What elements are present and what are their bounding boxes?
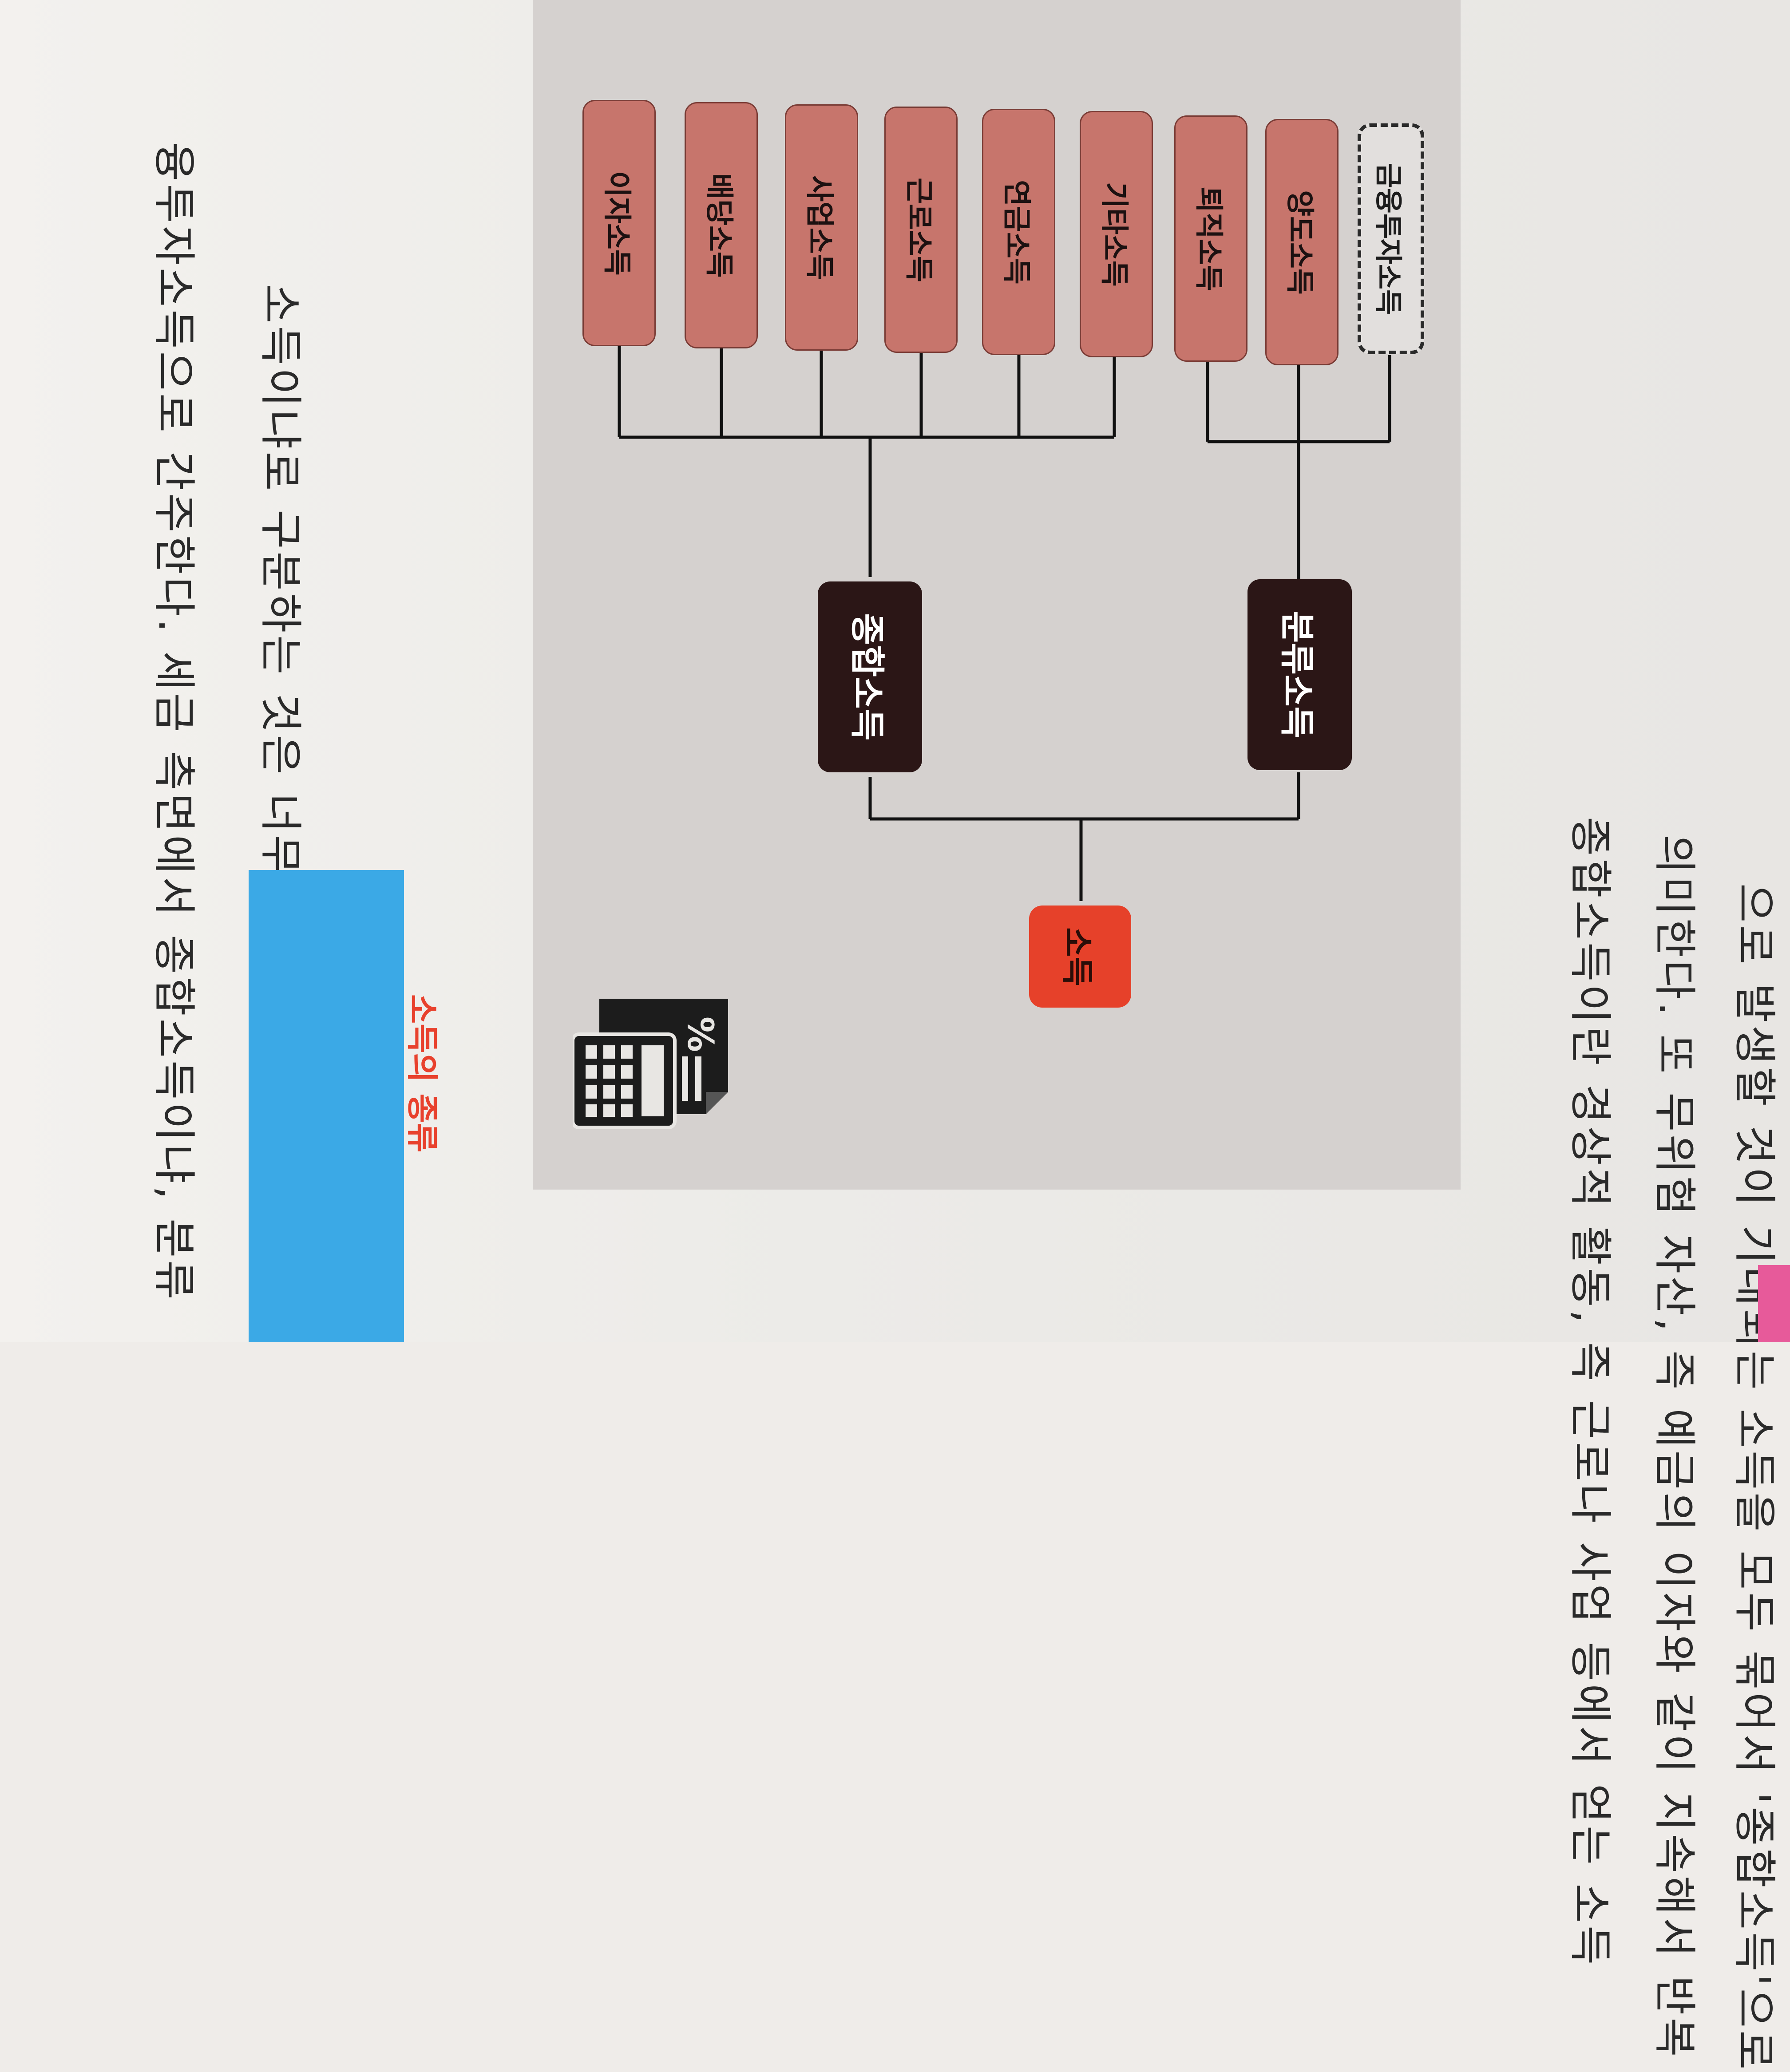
leaf-retirement-income: 퇴직소득 bbox=[1174, 115, 1247, 362]
leaf-capital-gains-income: 양도소득 bbox=[1265, 119, 1339, 365]
leaf-other-income: 기타소득 bbox=[1080, 111, 1153, 357]
root-income: 소득 bbox=[1029, 906, 1131, 1008]
leaf-business-income: 사업소득 bbox=[785, 104, 858, 351]
body-text-line-4: 의미한다. 또 무위험 자산, 즉 예금의 이자와 같이 지속해서 반복 bbox=[1650, 834, 1699, 2060]
body-text-line-3: 종합소득이란 경상적 활동, 즉 근로나 사업 등에서 얻는 소득 bbox=[1565, 817, 1615, 1968]
leaf-pension-income: 연금소득 bbox=[982, 109, 1055, 355]
sticky-note bbox=[249, 870, 404, 1342]
leaf-interest-income: 이자소득 bbox=[582, 100, 656, 346]
diagram-caption: 소득의 종류 bbox=[404, 994, 441, 1153]
page-tab-marker bbox=[1758, 1265, 1790, 1342]
body-text-line-5: 으로 발생할 것이 기대되는 소득을 모두 묶어서 '종합소득'으로 bbox=[1730, 883, 1779, 2072]
leaf-financial-investment-income: 금융투자소득 bbox=[1358, 123, 1424, 354]
diagram-connectors bbox=[618, 346, 1391, 901]
leaf-dividend-income: 배당소득 bbox=[685, 102, 758, 348]
calculator-tax-icon: % bbox=[573, 999, 728, 1129]
group-separate-income: 분류소득 bbox=[1247, 579, 1352, 770]
leaf-earned-income: 근로소득 bbox=[884, 107, 958, 353]
svg-text:%: % bbox=[680, 1016, 721, 1052]
group-comprehensive-income: 종합소득 bbox=[818, 581, 922, 772]
